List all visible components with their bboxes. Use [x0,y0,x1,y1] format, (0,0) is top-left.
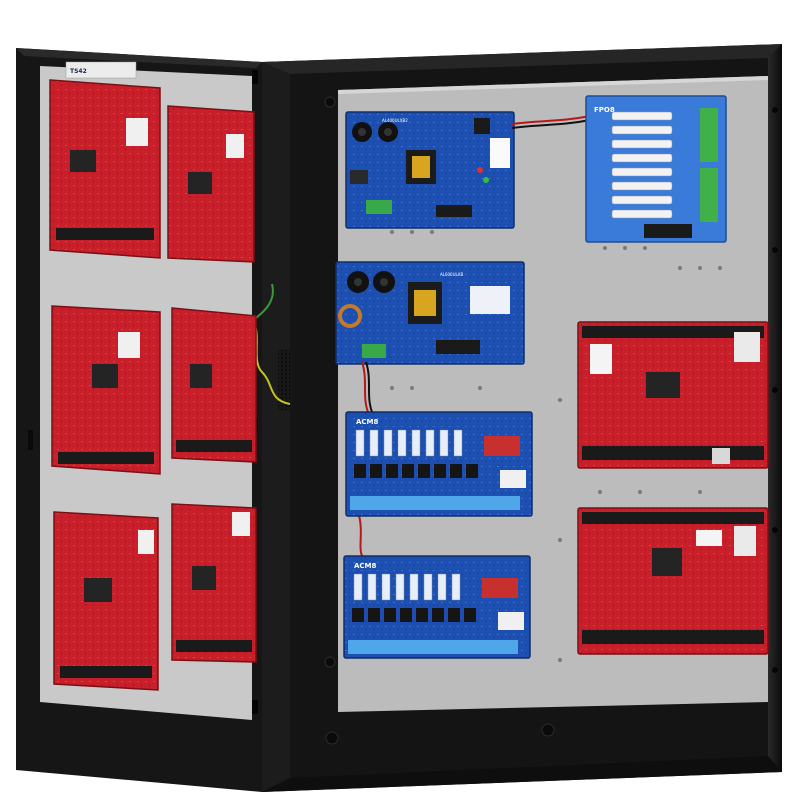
power-supply-top-model-label: AL400ULXB2 [382,118,408,123]
door-label-sticker [65,61,137,79]
power-cable-return [511,119,591,129]
enclosure-label: TS42 [70,68,87,75]
power-distribution-module: FPO8 [585,95,727,243]
relay-feed-cable-top [361,361,369,413]
power-supply-top: AL400ULXB2 [345,111,515,229]
ground-wire-stripe [255,283,274,319]
power-supply-bottom: AL600ULXB [335,261,525,365]
door-board-3 [51,305,161,475]
relay-feed-cable-top-return [365,361,373,413]
power-distribution-label: FPO8 [594,106,615,114]
door-board-6 [171,503,257,663]
power-cable [511,115,591,125]
door-board-4 [171,307,257,463]
relay-module-top-label: ACM8 [356,418,379,426]
door-board-2 [167,105,255,263]
access-controller-box-bottom [577,507,769,655]
relay-module-top: ACM8 [345,411,533,517]
access-controller-box-top [577,321,769,469]
door-board-5 [53,511,159,691]
power-supply-bottom-label: AL600ULXB [440,272,463,277]
relay-module-bottom-label: ACM8 [354,562,377,570]
relay-module-bottom: ACM8 [343,555,531,659]
door-board-1 [49,79,161,259]
